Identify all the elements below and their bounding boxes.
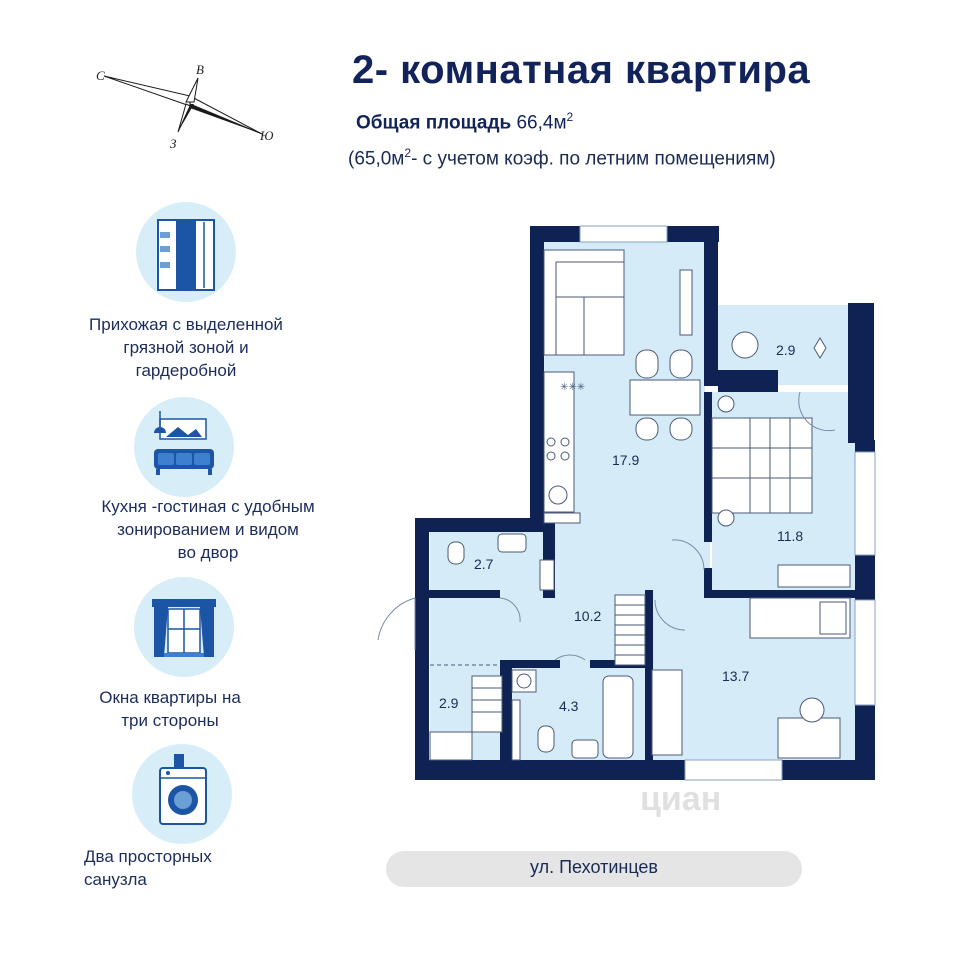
page-title: 2- комнатная квартира [352,48,811,92]
bedroom-bed [711,395,813,527]
bathroom-small-fixtures [447,533,555,591]
area-note: (65,0м2- с учетом коэф. по летним помеще… [348,146,776,170]
total-area-sup: 2 [566,110,574,124]
window-icon [152,599,216,657]
watermark-brand: циан [640,780,722,818]
street-name: ул. Пехотинцев [530,857,658,877]
feature-window-circle [134,577,234,677]
washing-machine-icon [159,754,207,825]
bedroom2-furniture [651,597,851,759]
feature-wardrobe-circle [136,202,236,302]
feature-text-line: Кухня -гостиная с удобным [101,497,315,516]
feature-text-line: три стороны [121,711,219,730]
room-area-kitchen-living: 17.9 [612,452,640,468]
feature-text-line: Окна квартиры на [99,688,241,707]
total-area-value: 66,4м [516,112,567,134]
sofa-icon [154,411,214,475]
feature-sofa-circle [134,397,234,497]
feature-washer-text: Два просторных санузла [84,845,364,891]
wardrobe-icon [157,219,215,291]
room-area-hallway: 10.2 [574,608,602,624]
feature-text-line: грязной зоной и [123,338,249,357]
area-note-prefix: (65,0м [348,148,405,170]
area-note-suffix: - с учетом коэф. по летним помещениям) [411,148,776,170]
bedroom-wardrobe [777,564,851,588]
street-bar [386,851,802,887]
feature-washer-circle [132,744,232,844]
area-note-sup: 2 [404,146,412,160]
bathroom-fixtures [511,669,634,761]
compass-east: В [196,62,204,77]
room-area-bathroom-small: 2.7 [474,556,494,572]
compass-south: Ю [259,128,274,143]
svg-text:✳✳✳: ✳✳✳ [560,382,585,393]
feature-text-line: санузла [84,870,147,889]
compass-rose: С В Ю З [96,62,274,151]
feature-wardrobe-text: Прихожая с выделенной грязной зоной и га… [46,313,326,382]
compass-west: З [170,136,177,151]
feature-text-line: во двор [177,543,239,562]
dining-table [629,349,701,441]
windows [579,225,876,781]
feature-text-line: Два просторных [84,847,212,866]
floor-plan: ✳✳✳ [377,225,876,781]
feature-sofa-text: Кухня -гостиная с удобным зонированием и… [68,495,348,564]
doors [377,391,836,661]
storage-wardrobe [429,675,503,761]
feature-window-text: Окна квартиры на три стороны [30,686,310,732]
room-area-storage: 2.9 [439,695,459,711]
kitchen-sofa [543,249,625,356]
walls [415,226,875,780]
room-area-bathroom: 4.3 [559,698,579,714]
total-area-label: Общая площадь [356,112,512,134]
tv-unit [679,269,693,336]
room-area-bedroom2: 13.7 [722,668,750,684]
kitchen-counter [543,371,581,524]
hallway-wardrobe [614,594,646,666]
compass-north: С [96,68,105,83]
total-area: Общая площадь 66,4м2 [356,110,573,134]
feature-text-line: гардеробной [135,361,237,380]
room-area-balcony: 2.9 [776,342,796,358]
feature-text-line: Прихожая с выделенной [89,315,283,334]
room-area-bedroom: 11.8 [777,528,804,544]
feature-text-line: зонированием и видом [117,520,299,539]
balcony-furniture [731,331,827,359]
